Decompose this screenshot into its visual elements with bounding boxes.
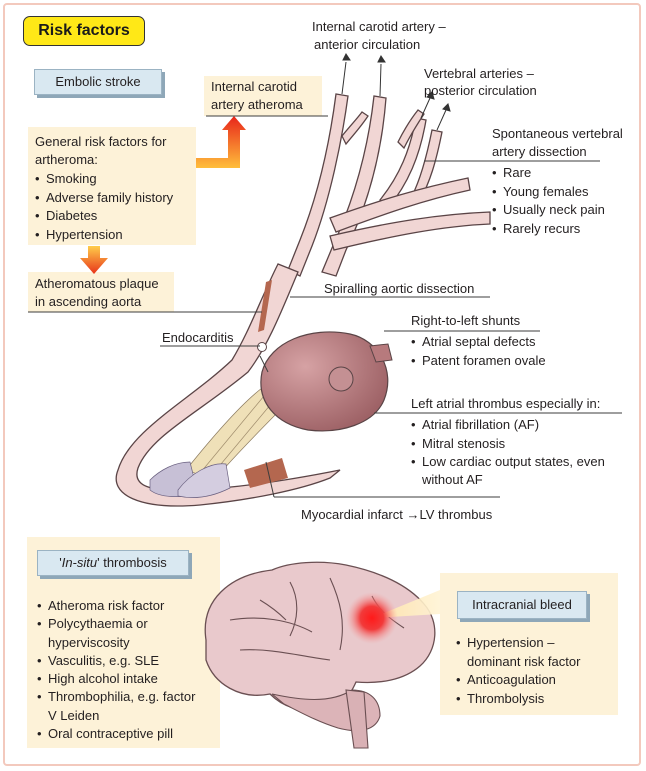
artery-arrowheads xyxy=(341,53,451,131)
ica-atheroma-line1: Internal carotid xyxy=(211,79,297,94)
left-atrium xyxy=(257,331,393,432)
risk-arrow-down xyxy=(80,246,108,274)
list-item: Patent foramen ovale xyxy=(411,352,546,371)
shunts-heading: Right-to-left shunts xyxy=(411,313,521,328)
list-item: Atrial fibrillation (AF) xyxy=(411,416,605,435)
ica-circulation-line1: Internal carotid artery – xyxy=(312,19,446,34)
aortic-plaque-line2: in ascending aorta xyxy=(35,294,142,309)
arterial-tree xyxy=(287,93,491,277)
shunts-list: Atrial septal defects Patent foramen ova… xyxy=(411,333,546,370)
list-item-continuation: dominant risk factor xyxy=(467,653,581,669)
atrial-thrombus-heading: Left atrial thrombus especially in: xyxy=(411,396,601,411)
vertebral-line1: Vertebral arteries – xyxy=(424,66,534,81)
list-item: Oral contraceptive pill xyxy=(37,725,195,744)
insitu-header: 'In-situ' thrombosis xyxy=(37,550,189,576)
list-item-continuation: V Leiden xyxy=(48,707,100,723)
general-risk-heading-2: artheroma: xyxy=(35,152,98,167)
atrial-thrombus-continuation: without AF xyxy=(422,472,483,487)
list-item: High alcohol intake xyxy=(37,670,195,689)
endocarditis-label: Endocarditis xyxy=(162,330,234,345)
list-item: Smoking xyxy=(35,170,173,189)
list-item: Vasculitis, e.g. SLE xyxy=(37,652,195,671)
risk-arrow xyxy=(196,116,246,168)
list-item: Thrombolysis xyxy=(456,690,580,709)
insitu-header-rest: thrombosis xyxy=(103,555,167,570)
ica-atheroma-line2: artery atheroma xyxy=(211,97,303,112)
brain xyxy=(204,561,436,749)
aortic-plaque-panel xyxy=(28,272,174,312)
ica-circulation-line2: anterior circulation xyxy=(314,37,421,52)
list-item: Rarely recurs xyxy=(492,220,605,239)
list-item: Atrial septal defects xyxy=(411,333,546,352)
list-item: Diabetes xyxy=(35,207,173,226)
list-item: Atheroma risk factor xyxy=(37,597,195,616)
list-item: Mitral stenosis xyxy=(411,435,605,454)
atrial-thrombus-list: Atrial fibrillation (AF) Mitral stenosis… xyxy=(411,416,605,472)
bleed-list: Hypertension – dominant risk factor Anti… xyxy=(456,634,580,708)
page-title: Risk factors xyxy=(23,16,145,46)
list-item-continuation: hyperviscosity xyxy=(48,634,130,650)
ica-atheroma-panel xyxy=(204,76,322,116)
aortic-plaque-line1: Atheromatous plaque xyxy=(35,276,159,291)
bleed-header: Intracranial bleed xyxy=(457,591,587,619)
aortic-dissection-label: Spiralling aortic dissection xyxy=(324,281,475,296)
aortic-arch xyxy=(115,263,341,507)
general-risk-list: Smoking Adverse family history Diabetes … xyxy=(35,170,173,244)
embolic-stroke-header: Embolic stroke xyxy=(34,69,162,95)
vert-dissection-list: Rare Young females Usually neck pain Rar… xyxy=(492,164,605,238)
leader-lines xyxy=(28,115,622,498)
bleed-glow xyxy=(346,590,440,644)
insitu-list: Atheroma risk factor Polycythaemia or hy… xyxy=(37,597,195,744)
list-item: Polycythaemia or xyxy=(37,615,195,634)
list-item: Adverse family history xyxy=(35,189,173,208)
list-item: Usually neck pain xyxy=(492,201,605,220)
vert-dissection-heading-2: artery dissection xyxy=(492,144,587,159)
list-item: Low cardiac output states, even xyxy=(411,453,605,472)
vertebral-line2: posterior circulation xyxy=(424,83,537,98)
myocardial-label: Myocardial infarct →LV thrombus xyxy=(301,507,493,522)
list-item: Anticoagulation xyxy=(456,671,580,690)
ventricle-fibres xyxy=(149,387,293,498)
list-item: Young females xyxy=(492,183,605,202)
general-risk-heading-1: General risk factors for xyxy=(35,134,167,149)
insitu-header-italic: In-situ xyxy=(61,555,98,570)
list-item: Hypertension – xyxy=(456,634,580,653)
list-item: Thrombophilia, e.g. factor xyxy=(37,688,195,707)
vert-dissection-heading-1: Spontaneous vertebral xyxy=(492,126,623,141)
list-item: Rare xyxy=(492,164,605,183)
list-item: Hypertension xyxy=(35,226,173,245)
figure-frame xyxy=(3,3,641,766)
